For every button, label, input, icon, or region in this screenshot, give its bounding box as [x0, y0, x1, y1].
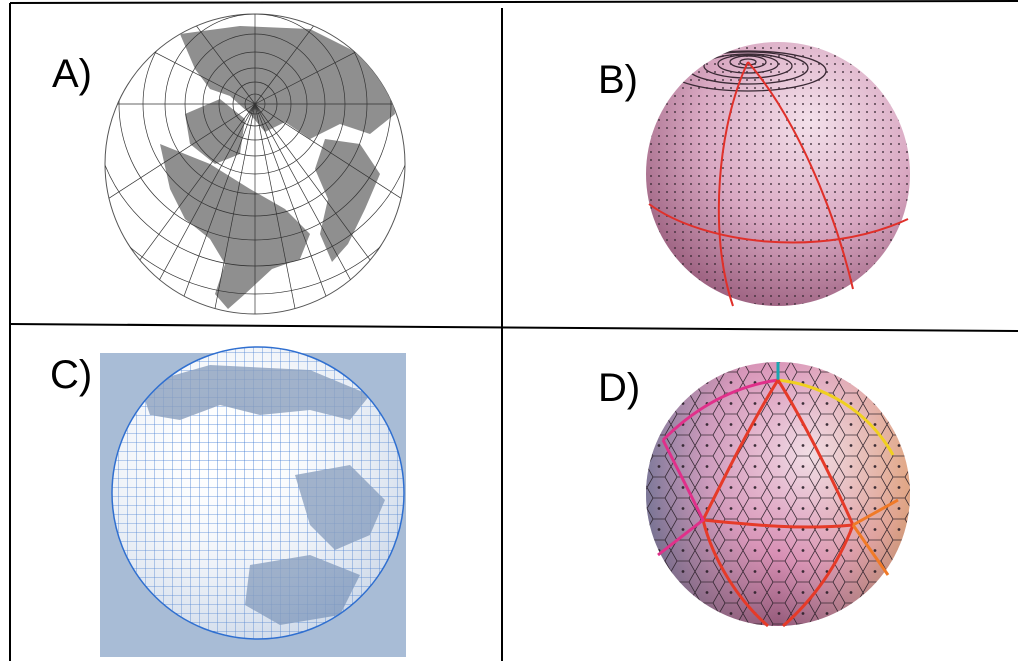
panel-b-label: B)	[598, 58, 638, 102]
panel-c-cubed-sphere	[100, 346, 406, 657]
edge-top-right	[777, 378, 895, 456]
panel-c: C)	[10, 325, 502, 661]
panel-d-label: D)	[598, 366, 641, 410]
grid-top-border	[9, 0, 1018, 4]
panel-a-polar-map	[104, 13, 406, 315]
panel-b: B)	[503, 4, 1018, 326]
great-circles	[648, 61, 909, 307]
edge-middle	[702, 518, 854, 529]
panel-a-label: A)	[52, 52, 92, 96]
edge-lower-left	[701, 519, 769, 628]
edge-left-outer	[657, 439, 705, 557]
edge-upper-right	[776, 379, 855, 526]
icosahedron-edges	[657, 362, 899, 628]
meridian-great-circle-2	[747, 61, 854, 290]
edge-top-left	[661, 378, 779, 442]
panel-b-latlon-sphere	[646, 42, 910, 307]
land-europe-africa	[315, 139, 380, 262]
edge-right-outer	[851, 498, 899, 576]
equator-great-circle	[648, 203, 909, 244]
land-north-america	[160, 144, 310, 309]
panel-d-geodesic-sphere	[646, 362, 910, 628]
panel-d: D)	[503, 330, 1018, 661]
edge-upper-left	[701, 379, 780, 521]
meridian-great-circle	[717, 61, 749, 307]
land-eurasia	[180, 26, 395, 139]
edge-lower-right	[782, 524, 855, 628]
panel-c-label: C)	[50, 353, 93, 397]
panel-a: A)	[10, 4, 502, 324]
